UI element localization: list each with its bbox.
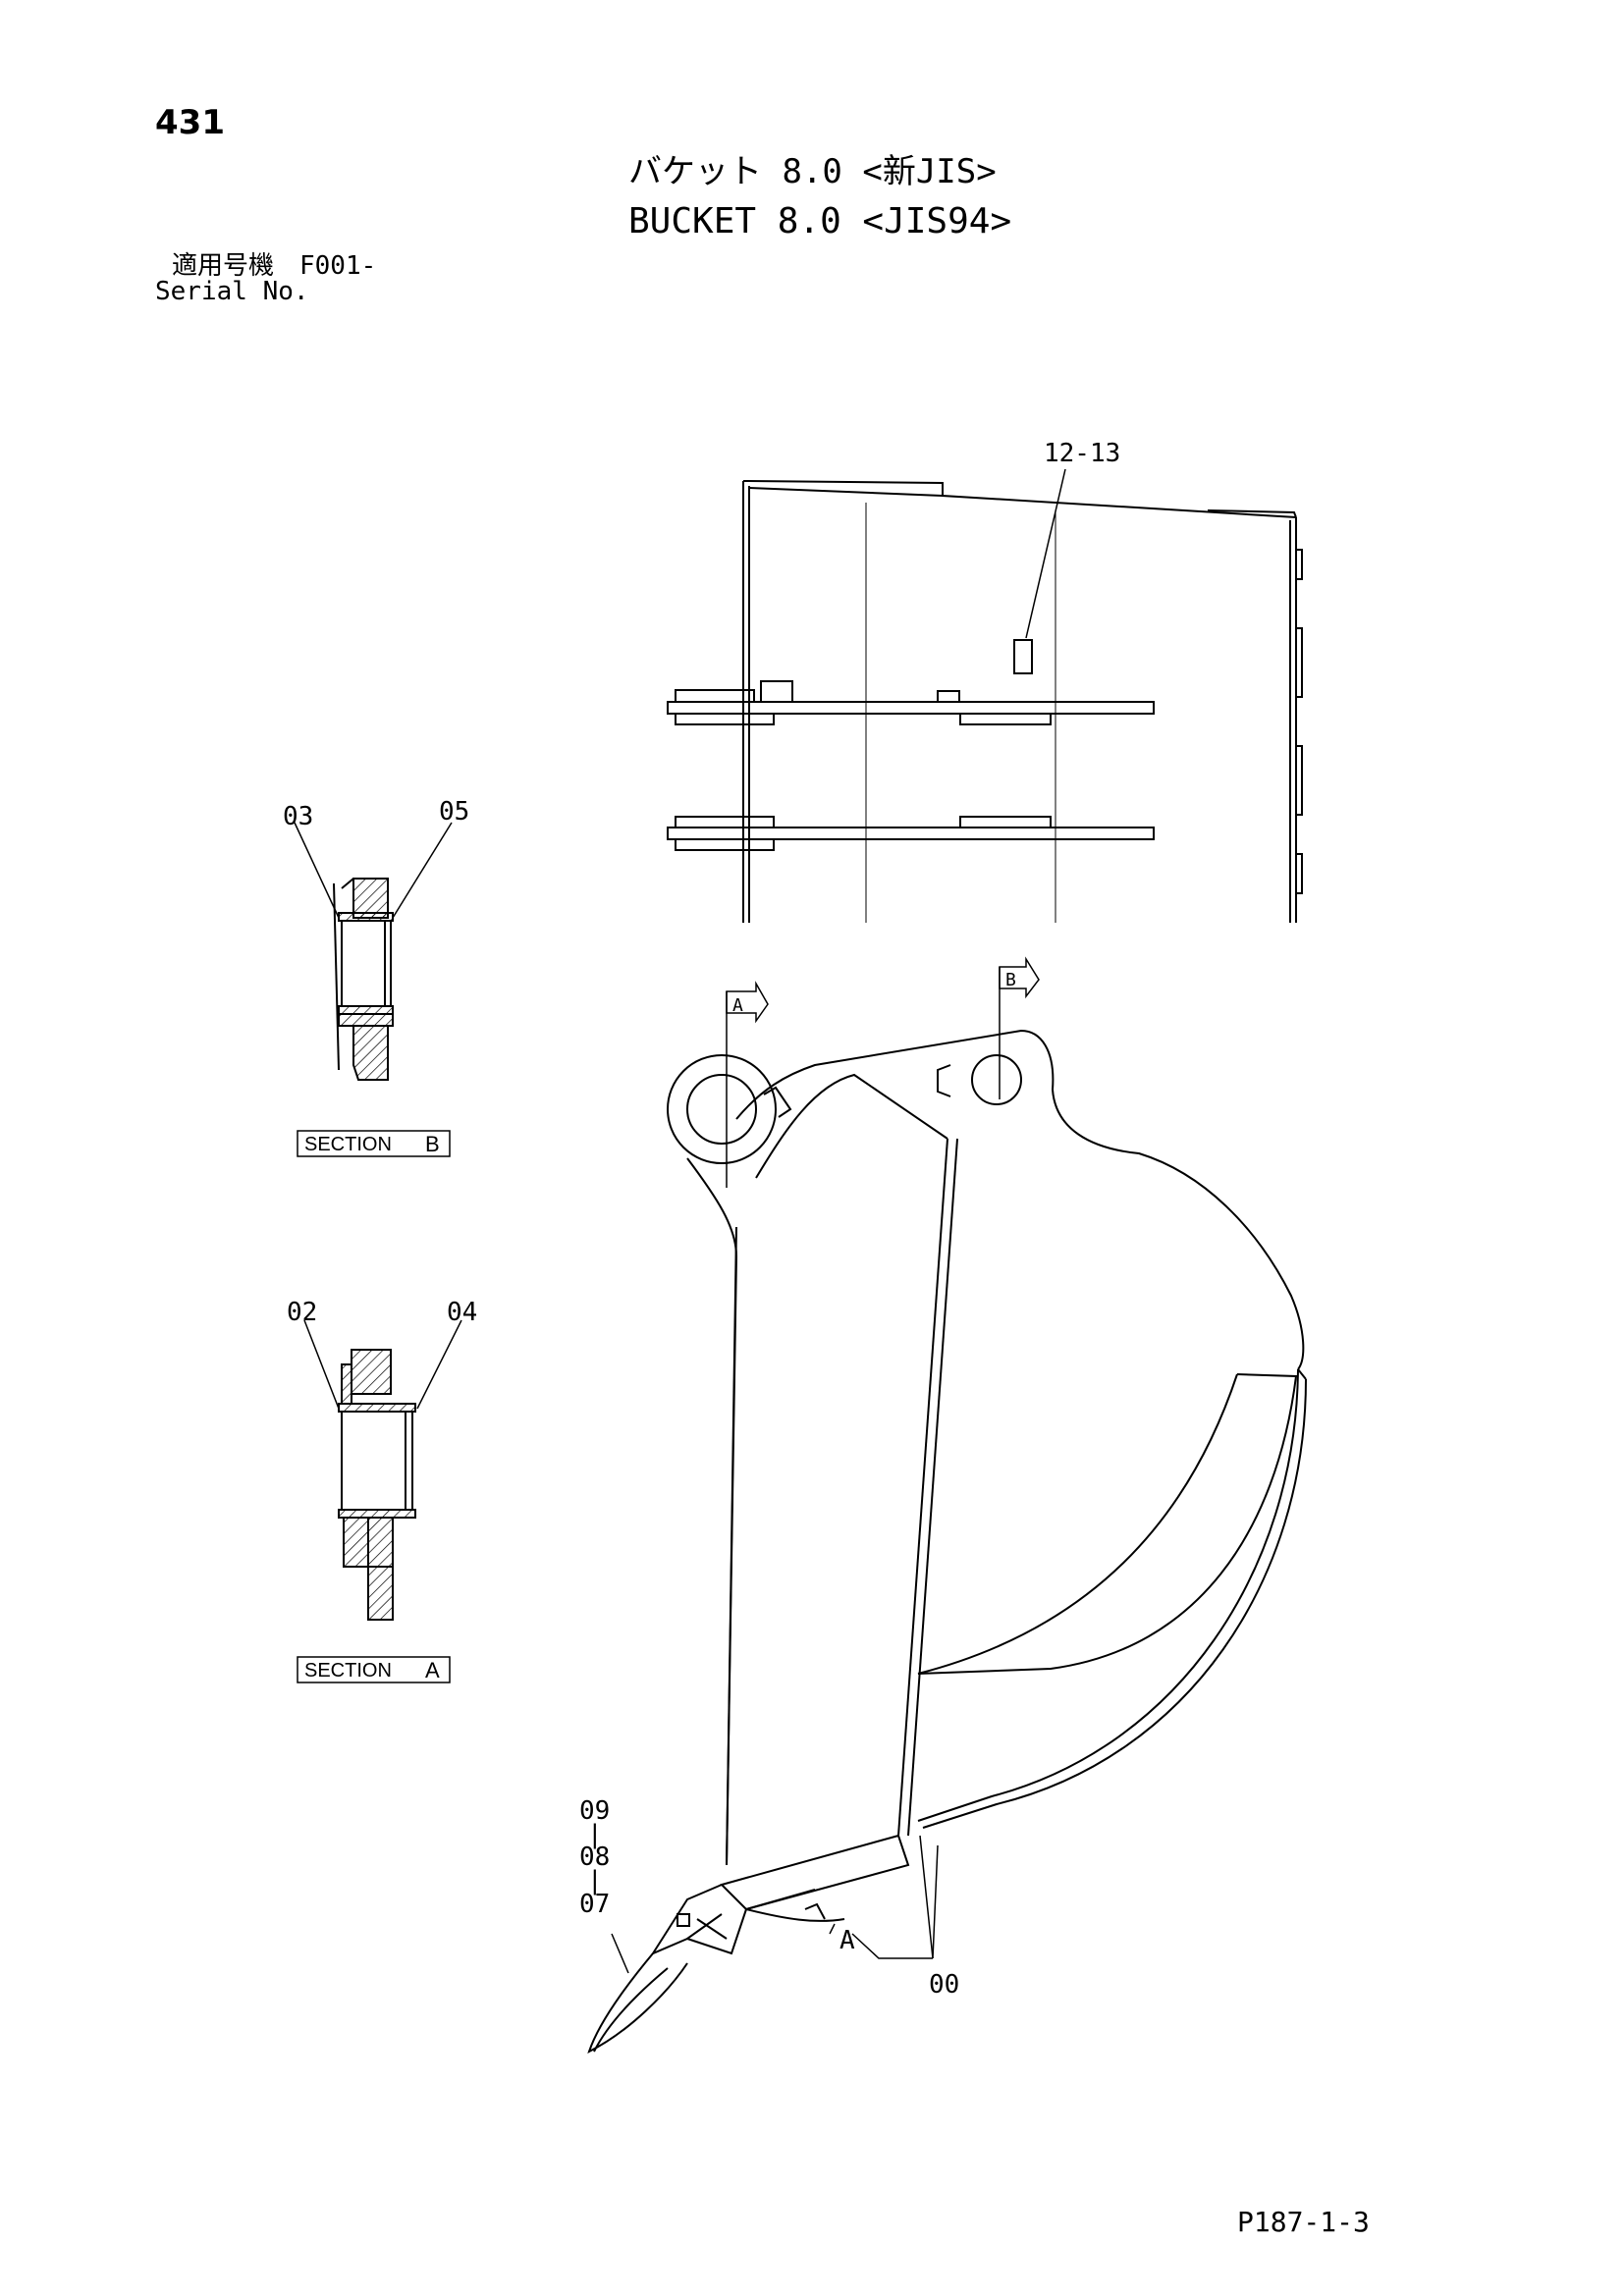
cut-line-a-label: A — [839, 1926, 855, 1955]
section-a-label: SECTION — [304, 1660, 392, 1682]
callout-02: 02 — [287, 1298, 317, 1327]
callout-12-13: 12-13 — [1044, 439, 1120, 468]
section-marker-a: A — [732, 995, 743, 1016]
title-japanese: バケット 8.0 <新JIS> — [628, 152, 997, 191]
section-b-label: SECTION — [304, 1134, 392, 1155]
bucket-side-view — [587, 1029, 1307, 2054]
callout-04: 04 — [447, 1298, 477, 1327]
section-a-letter: A — [425, 1658, 440, 1682]
title-english: BUCKET 8.0 <JIS94> — [628, 201, 1012, 241]
section-a-detail — [297, 1319, 462, 1683]
callout-05: 05 — [439, 797, 469, 827]
serial-label-english: Serial No. — [155, 277, 309, 306]
section-arrow-a — [726, 981, 769, 1188]
callout-08: 08 — [579, 1842, 610, 1872]
section-b-detail — [294, 822, 453, 1157]
callout-dash-2: | — [587, 1866, 603, 1896]
section-marker-b: B — [1005, 970, 1016, 990]
callout-00: 00 — [929, 1970, 959, 2000]
bucket-top-view — [667, 468, 1303, 923]
callout-09: 09 — [579, 1796, 610, 1826]
callout-03: 03 — [283, 802, 313, 831]
serial-label-japanese: 適用号機 F001- — [172, 251, 377, 281]
section-arrow-b — [999, 956, 1040, 1099]
reference-code: P187-1-3 — [1237, 2206, 1370, 2238]
callout-07: 07 — [579, 1890, 610, 1919]
section-b-letter: B — [425, 1132, 440, 1156]
page-number: 431 — [155, 103, 225, 142]
callout-dash-1: | — [587, 1820, 603, 1849]
